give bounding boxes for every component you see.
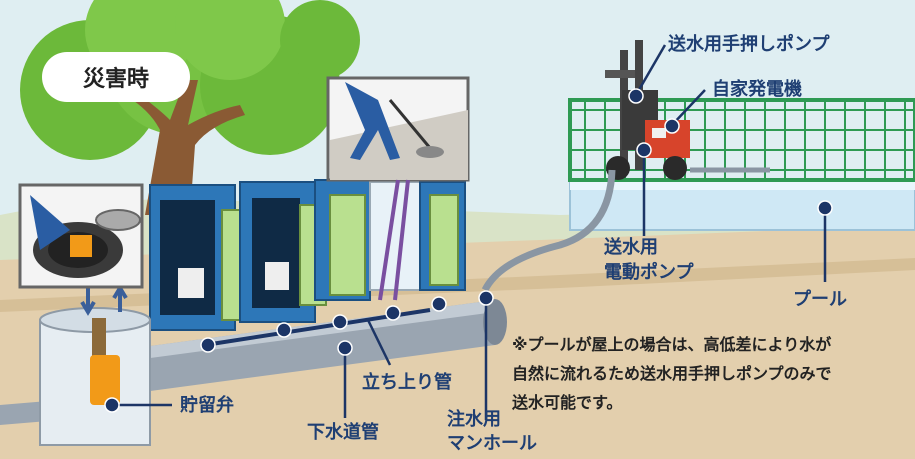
label-electric-pump-line2: 電動ポンプ bbox=[604, 262, 694, 283]
note-line-2: 自然に流れるため送水用手押しポンプのみで bbox=[512, 364, 832, 383]
label-electric-pump-line1: 送水用 bbox=[604, 237, 658, 258]
manhole-inset-illustration bbox=[18, 183, 144, 289]
pool-illustration bbox=[568, 98, 915, 231]
worker-inset-illustration bbox=[326, 76, 470, 301]
marker-dots bbox=[104, 88, 833, 413]
hose-to-manhole bbox=[481, 169, 616, 292]
label-hand-pump: 送水用手押しポンプ bbox=[668, 34, 830, 55]
scenario-title: 災害時 bbox=[82, 67, 149, 92]
label-pool: プール bbox=[793, 289, 847, 310]
leader-lines bbox=[112, 44, 827, 420]
storage-valve-illustration bbox=[39, 284, 151, 446]
label-riser-pipe: 立ち上り管 bbox=[362, 372, 452, 393]
scenario-title-badge: 災害時 bbox=[42, 52, 190, 102]
note-line-1: ※プールが屋上の場合は、高低差により水が bbox=[512, 335, 832, 354]
note-line-3: 送水可能です。 bbox=[512, 393, 623, 412]
label-manhole-line2: マンホール bbox=[447, 433, 537, 454]
toilet-booths-illustration bbox=[149, 179, 466, 331]
label-generator: 自家発電機 bbox=[712, 79, 802, 100]
label-manhole-line1: 注水用 bbox=[447, 409, 501, 430]
label-sewer-pipe: 下水道管 bbox=[307, 422, 379, 443]
label-storage-valve: 貯留弁 bbox=[180, 395, 234, 416]
